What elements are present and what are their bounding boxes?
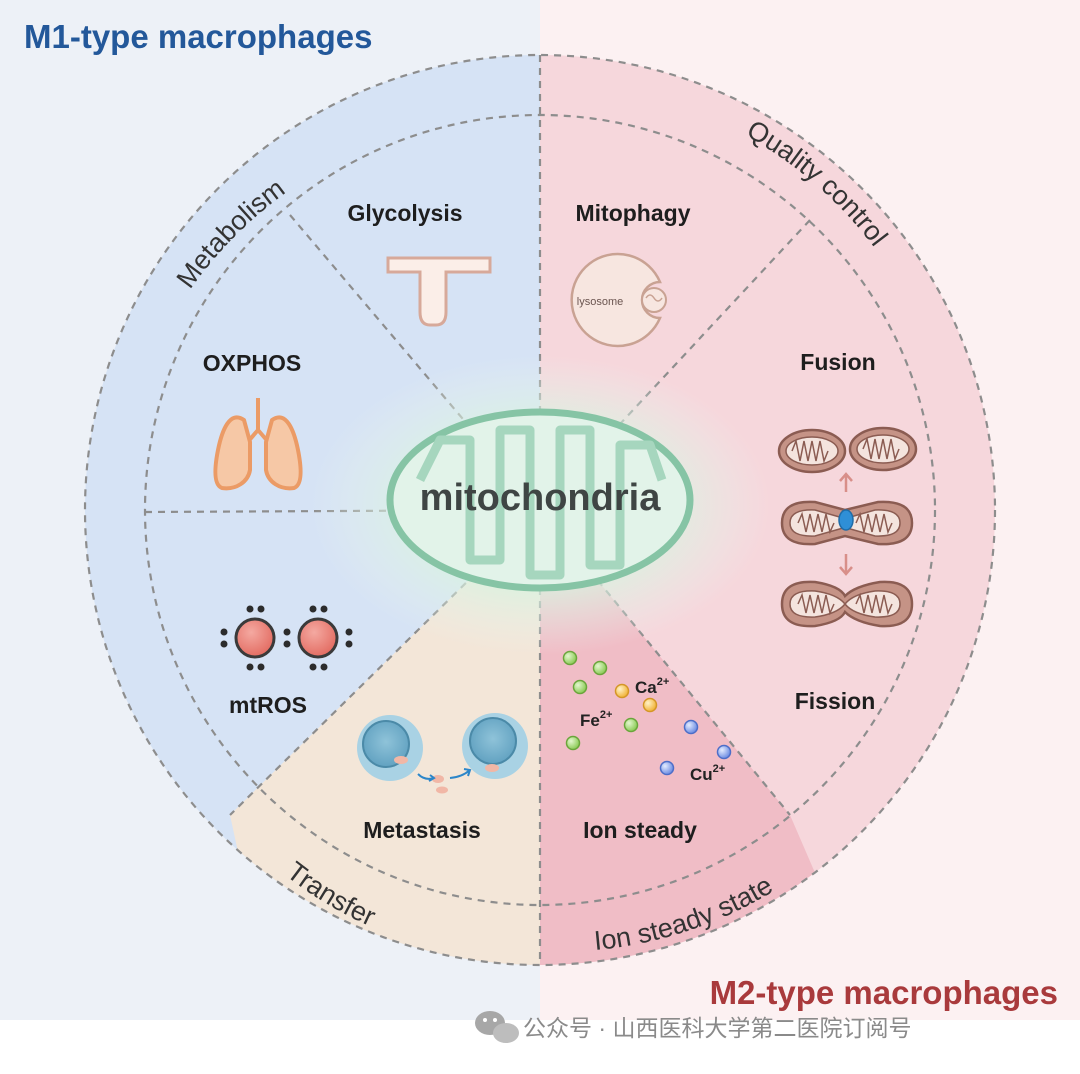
m1-title: M1-type macrophages [24,18,372,55]
lysosome-icon: lysosome [570,252,667,348]
oxphos-label: OXPHOS [203,350,301,376]
glycolysis-channel-icon [386,256,492,327]
outer-dashed-ring [83,53,997,967]
ros-molecule-icon [220,605,353,671]
mitochondria-fusion-fission-icon [777,426,918,628]
watermark-text: 公众号 · 山西医科大学第二医院订阅号 [523,1015,911,1041]
mitochondrion-icon [386,408,694,592]
lysosome-label: lysosome [577,296,623,308]
glycolysis-label: Glycolysis [347,200,462,226]
ion-steady-label: Ion steady [583,817,697,843]
fission-label: Fission [795,688,876,714]
metastasis-label: Metastasis [363,817,481,843]
mitophagy-label: Mitophagy [576,200,691,226]
fusion-label: Fusion [800,349,875,375]
wechat-icon [475,1011,519,1043]
cell-transfer-icon [357,713,528,794]
watermark-band [0,1020,1080,1069]
ion-particles-icon [562,650,732,776]
calcium-ion-label: Ca2+ [635,676,669,697]
inner-dashed-ring [143,113,937,907]
lungs-icon [213,398,303,491]
copper-ion-label: Cu2+ [690,763,725,784]
m2-title: M2-type macrophages [710,974,1058,1011]
center-label: mitochondria [420,477,662,519]
iron-ion-label: Fe2+ [580,709,612,730]
mtros-label: mtROS [229,692,307,718]
